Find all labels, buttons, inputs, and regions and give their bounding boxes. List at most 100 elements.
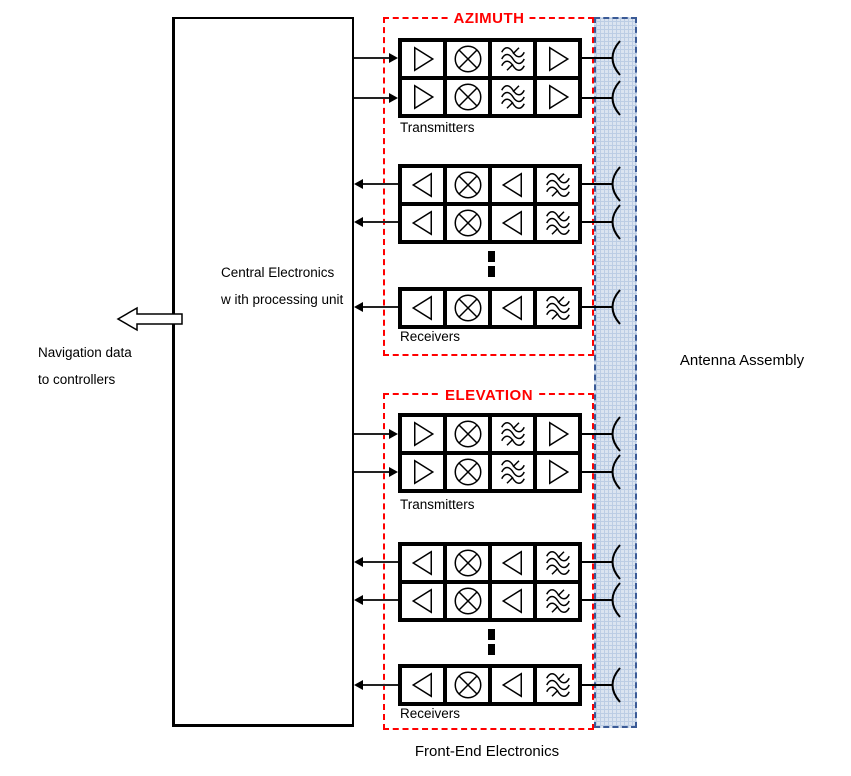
navigation-data-label: Navigation data to controllers xyxy=(38,339,132,393)
rx-chain-row xyxy=(400,666,580,704)
antenna-element-icon xyxy=(603,164,627,204)
mixer-icon xyxy=(445,166,490,204)
amp-left-icon xyxy=(490,166,535,204)
filter-icon xyxy=(535,289,580,327)
mixer-icon xyxy=(445,289,490,327)
amp-right-icon xyxy=(535,40,580,78)
central-electronics-label: Central Electronics w ith processing uni… xyxy=(221,259,343,313)
amp-left-icon xyxy=(490,544,535,582)
mixer-icon xyxy=(445,40,490,78)
amp-left-icon xyxy=(490,666,535,704)
azimuth-receivers-label: Receivers xyxy=(400,329,461,344)
rx-chain-row xyxy=(400,204,580,242)
elevation-transmitters-label: Transmitters xyxy=(400,497,475,512)
azimuth-receiver-block xyxy=(398,164,582,244)
mixer-icon xyxy=(445,453,490,491)
amp-left-icon xyxy=(400,289,445,327)
navigation-data-label-line2: to controllers xyxy=(38,372,116,387)
amp-left-icon xyxy=(400,582,445,620)
amp-left-icon xyxy=(400,544,445,582)
elevation-receivers-label: Receivers xyxy=(400,706,461,721)
mixer-icon xyxy=(445,544,490,582)
antenna-element-icon xyxy=(603,414,627,454)
antenna-feed-line xyxy=(582,471,612,473)
central-electronics-label-line2: w ith processing unit xyxy=(221,292,344,307)
rx-chain-row xyxy=(400,166,580,204)
rx-signal-arrow xyxy=(354,179,398,189)
mixer-icon xyxy=(445,78,490,116)
antenna-feed-line xyxy=(582,684,612,686)
filter-icon xyxy=(535,666,580,704)
rx-signal-arrow xyxy=(354,302,398,312)
rx-signal-arrow xyxy=(354,217,398,227)
antenna-element-icon xyxy=(603,665,627,705)
tx-chain-row xyxy=(400,415,580,453)
azimuth-transmitters-label: Transmitters xyxy=(400,120,475,135)
filter-icon xyxy=(535,544,580,582)
amp-right-icon xyxy=(535,78,580,116)
amp-right-icon xyxy=(535,415,580,453)
tx-chain-row xyxy=(400,78,580,116)
antenna-element-icon xyxy=(603,78,627,118)
amp-right-icon xyxy=(400,78,445,116)
rx-signal-arrow xyxy=(354,557,398,567)
filter-icon xyxy=(490,453,535,491)
front-end-electronics-label: Front-End Electronics xyxy=(414,743,560,760)
antenna-element-icon xyxy=(603,202,627,242)
tx-signal-arrow xyxy=(354,53,398,63)
elevation-transmitter-block xyxy=(398,413,582,493)
azimuth-receiver-single-block xyxy=(398,287,582,329)
antenna-element-icon xyxy=(603,580,627,620)
mixer-icon xyxy=(445,582,490,620)
antenna-feed-line xyxy=(582,221,612,223)
tx-signal-arrow xyxy=(354,467,398,477)
mixer-icon xyxy=(445,204,490,242)
antenna-element-icon xyxy=(603,542,627,582)
antenna-assembly-strip xyxy=(594,17,637,728)
tx-chain-row xyxy=(400,40,580,78)
amp-left-icon xyxy=(490,204,535,242)
antenna-feed-line xyxy=(582,561,612,563)
central-electronics-label-line1: Central Electronics xyxy=(221,265,335,280)
filter-icon xyxy=(490,415,535,453)
amp-left-icon xyxy=(400,166,445,204)
rx-signal-arrow xyxy=(354,595,398,605)
continuation-dots xyxy=(488,644,495,655)
navigation-data-label-line1: Navigation data xyxy=(38,345,132,360)
filter-icon xyxy=(535,204,580,242)
rx-chain-row xyxy=(400,582,580,620)
mixer-icon xyxy=(445,666,490,704)
antenna-feed-line xyxy=(582,57,612,59)
continuation-dots xyxy=(488,251,495,262)
antenna-element-icon xyxy=(603,452,627,492)
tx-chain-row xyxy=(400,453,580,491)
amp-left-icon xyxy=(400,666,445,704)
amp-right-icon xyxy=(400,415,445,453)
amp-left-icon xyxy=(400,204,445,242)
rx-chain-row xyxy=(400,544,580,582)
amp-right-icon xyxy=(400,453,445,491)
filter-icon xyxy=(490,40,535,78)
rx-signal-arrow xyxy=(354,680,398,690)
elevation-receiver-block xyxy=(398,542,582,622)
antenna-element-icon xyxy=(603,38,627,78)
amp-right-icon xyxy=(535,453,580,491)
antenna-feed-line xyxy=(582,97,612,99)
antenna-feed-line xyxy=(582,599,612,601)
antenna-feed-line xyxy=(582,306,612,308)
elevation-section-title: ELEVATION xyxy=(439,387,539,404)
amp-left-icon xyxy=(490,289,535,327)
amp-left-icon xyxy=(490,582,535,620)
tx-signal-arrow xyxy=(354,429,398,439)
amp-right-icon xyxy=(400,40,445,78)
antenna-assembly-label: Antenna Assembly xyxy=(679,352,805,369)
rx-chain-row xyxy=(400,289,580,327)
elevation-receiver-single-block xyxy=(398,664,582,706)
antenna-element-icon xyxy=(603,287,627,327)
navigation-output-arrow-icon xyxy=(116,306,183,332)
continuation-dots xyxy=(488,266,495,277)
azimuth-transmitter-block xyxy=(398,38,582,118)
antenna-feed-line xyxy=(582,433,612,435)
tx-signal-arrow xyxy=(354,93,398,103)
